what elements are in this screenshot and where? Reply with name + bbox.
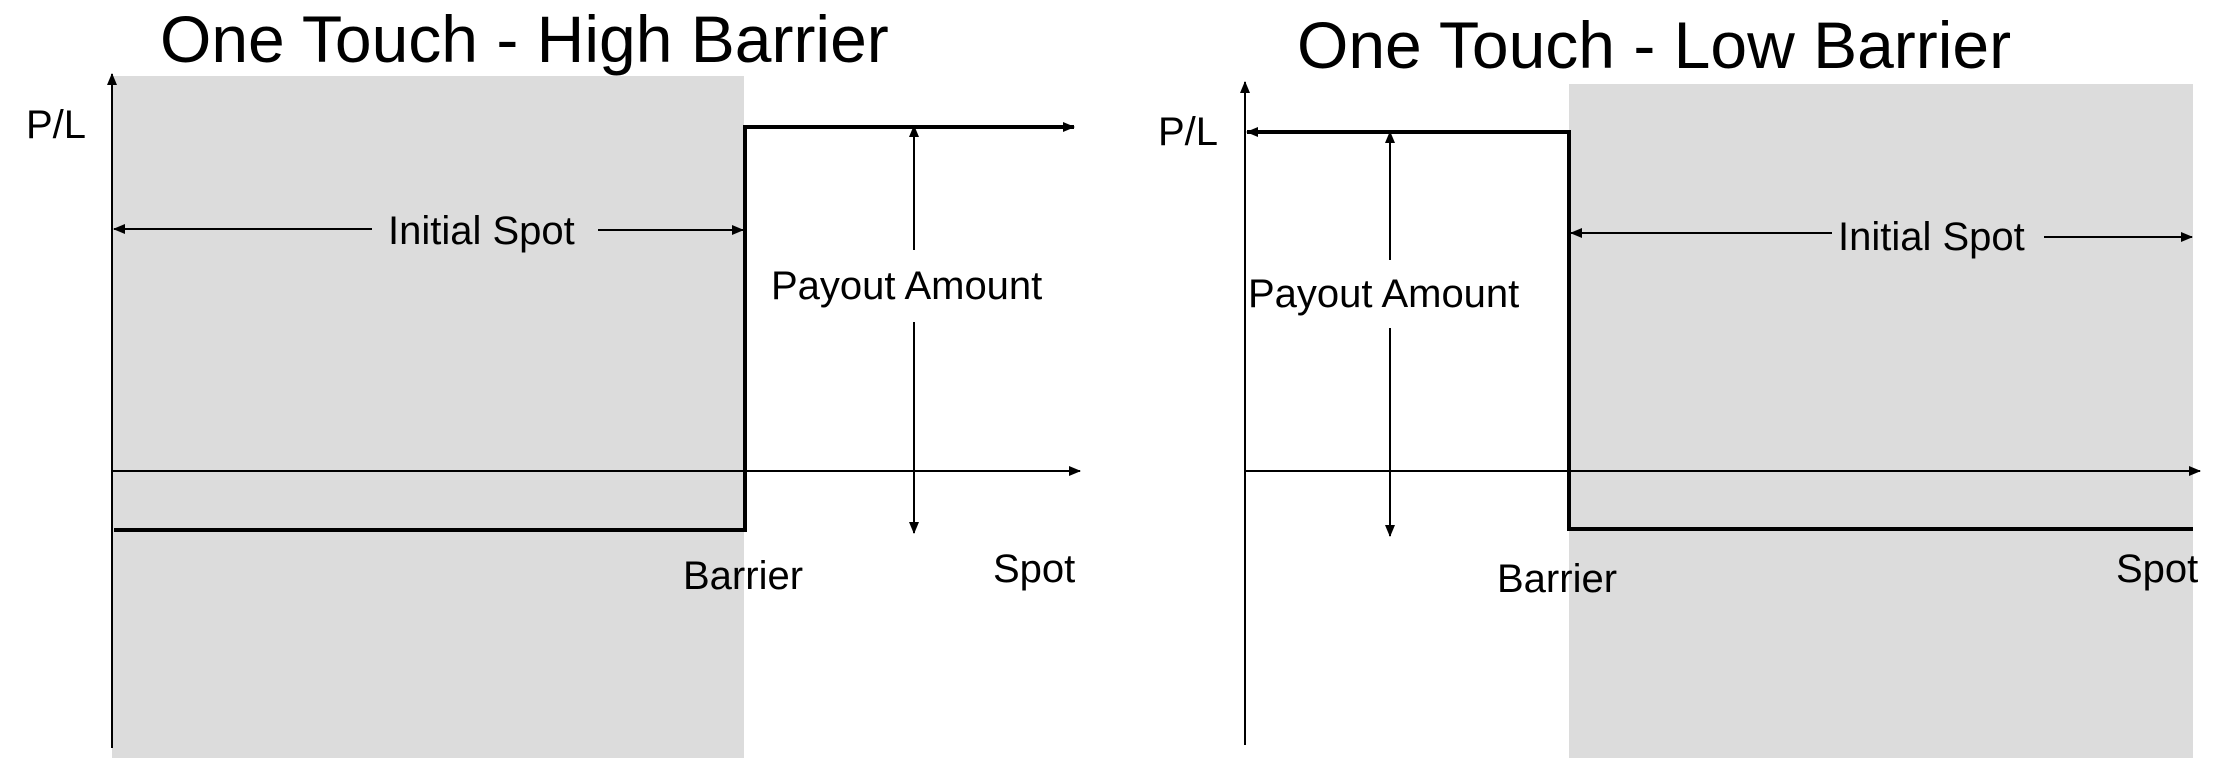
payout-amount-label: Payout Amount xyxy=(1248,272,1519,316)
panel-title: One Touch - High Barrier xyxy=(160,2,889,76)
initial-spot-region xyxy=(112,76,744,758)
payout-amount-label: Payout Amount xyxy=(771,264,1042,308)
initial-spot-label: Initial Spot xyxy=(1838,215,2025,259)
panel-high-barrier: One Touch - High Barrier P/L Spot Barrie… xyxy=(26,2,1081,758)
initial-spot-region xyxy=(1569,84,2193,758)
barrier-label: Barrier xyxy=(683,554,803,598)
y-axis-label: P/L xyxy=(1158,110,1218,154)
barrier-label: Barrier xyxy=(1497,557,1617,601)
initial-spot-label: Initial Spot xyxy=(388,209,575,253)
x-axis-label: Spot xyxy=(2116,547,2198,591)
panel-title: One Touch - Low Barrier xyxy=(1297,8,2011,82)
payoff-line xyxy=(1246,127,2193,531)
y-axis-label: P/L xyxy=(26,103,86,147)
panel-low-barrier: One Touch - Low Barrier P/L Spot Barrier… xyxy=(1158,8,2201,758)
x-axis-label: Spot xyxy=(993,547,1075,591)
